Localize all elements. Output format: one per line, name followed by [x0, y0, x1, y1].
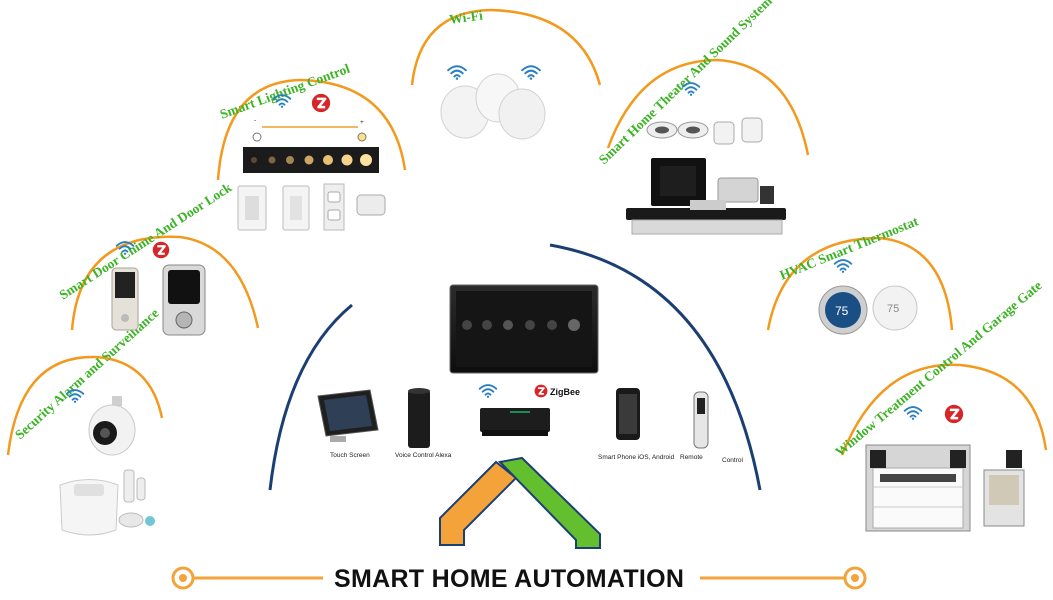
caption-alexa: Voice Control Alexa: [395, 452, 452, 459]
arc-wifi: [410, 8, 602, 86]
alarm-hub: [59, 469, 155, 536]
security-camera: [88, 396, 136, 456]
caption-phone: Smart Phone iOS, Android: [598, 454, 675, 461]
arc-security: [6, 355, 164, 456]
label-wifi: Wi-Fi: [448, 7, 484, 27]
thermostat-dark: 75: [818, 285, 868, 335]
light-switches: [237, 183, 386, 231]
theater-speakers: [626, 117, 786, 235]
window-shade: [983, 450, 1025, 527]
hub-device: [480, 408, 550, 436]
wifi-icon: [478, 384, 498, 398]
thermostat-temp: 75: [835, 304, 849, 318]
zigbee-label: ZigBee: [550, 387, 580, 397]
door-lock: [162, 264, 206, 336]
wifi-routers: [440, 73, 546, 140]
arc-theater: [606, 58, 810, 156]
wifi-icon: [833, 259, 853, 273]
svg-text:-: -: [254, 117, 256, 124]
house-logo: [439, 456, 601, 549]
wifi-icon: [447, 65, 467, 80]
title-decoration-right: [700, 566, 867, 590]
caption-remote: Remote: [680, 454, 703, 461]
smart-phone: [616, 388, 640, 440]
wifi-icon: [903, 406, 923, 420]
thermostat-temp: 75: [887, 303, 899, 315]
arc-lighting: [216, 78, 407, 181]
alexa-speaker: [408, 388, 430, 448]
arc-window: [840, 363, 1048, 456]
central-arc-right: [549, 243, 762, 491]
zwave-icon: [534, 384, 548, 398]
dimmer-scale: - +: [243, 117, 379, 173]
wifi-icon: [521, 65, 541, 80]
arc-doorlock: [70, 235, 260, 331]
arc-hvac: [766, 236, 954, 331]
title-decoration-left: [171, 566, 323, 590]
label-lighting: Smart Lighting Control: [218, 61, 352, 122]
zwave-icon: [311, 93, 331, 113]
thermostat-light: 75: [872, 285, 918, 331]
caption-touch: Touch Screen: [330, 452, 370, 459]
zwave-icon: [944, 404, 964, 424]
garage-door: [865, 444, 971, 532]
label-hvac: HVAC Smart Thermostat: [778, 213, 921, 283]
label-doorlock: Smart Door Chime And Door Lock: [56, 179, 234, 302]
page-title: SMART HOME AUTOMATION: [334, 565, 684, 593]
caption-control: Control: [722, 457, 744, 464]
touch-screen: [317, 389, 379, 442]
remote-control: [693, 391, 709, 449]
zwave-icon: [152, 241, 170, 259]
door-chime: [111, 267, 139, 331]
central-arc: [268, 303, 353, 491]
svg-text:+: +: [360, 119, 364, 126]
wall-display: [449, 284, 599, 374]
